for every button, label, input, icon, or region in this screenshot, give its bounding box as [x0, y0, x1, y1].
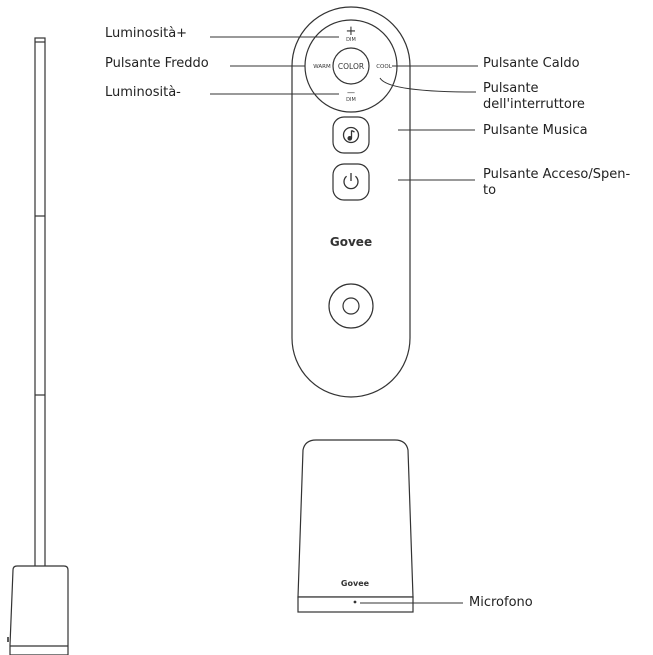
- remote-body: [291, 6, 411, 398]
- dim-top-label: DIM: [346, 37, 356, 43]
- music-button[interactable]: [332, 116, 370, 154]
- cool-label: COOL: [376, 64, 392, 70]
- hub-brand-logo: Govee: [341, 579, 370, 588]
- callout-lines: [210, 36, 478, 604]
- warm-label: WARM: [313, 64, 331, 70]
- color-button[interactable]: [332, 47, 370, 85]
- callout-line-switch: [379, 77, 477, 93]
- label-microphone: Microfono: [469, 595, 533, 610]
- power-icon: [343, 173, 359, 190]
- microphone-hole: [353, 600, 357, 604]
- minus-symbol: —: [347, 88, 355, 97]
- remote-labels: + DIM — DIM WARM COOL COLOR Govee: [313, 24, 392, 249]
- dim-bottom-label: DIM: [346, 97, 356, 103]
- label-power-button-line1: Pulsante Acceso/Spen-: [483, 167, 631, 182]
- label-brightness-up: Luminosità+: [105, 26, 188, 41]
- label-switch-button-line1: Pulsante: [483, 81, 539, 96]
- lamp-pole: [34, 37, 46, 571]
- remote-brand-logo: Govee: [330, 235, 372, 249]
- color-label: COLOR: [338, 62, 364, 71]
- label-switch-button-line2: dell'interruttore: [483, 97, 585, 112]
- lamp-base: [9, 565, 69, 655]
- label-power-button-line2: to: [483, 183, 497, 198]
- hub-body: [297, 439, 414, 598]
- label-cold-button: Pulsante Freddo: [105, 56, 209, 71]
- speaker-hub: [297, 439, 414, 613]
- label-brightness-down: Luminosità-: [105, 85, 181, 100]
- remote-bottom-button[interactable]: [328, 283, 374, 329]
- hub-base: [297, 596, 414, 613]
- floor-lamp: [7, 37, 69, 655]
- power-button[interactable]: [332, 163, 370, 201]
- plus-symbol: +: [346, 24, 357, 39]
- label-warm-button: Pulsante Caldo: [483, 56, 580, 71]
- label-music-button: Pulsante Musica: [483, 123, 588, 138]
- remote-bottom-inner-ring: [342, 297, 360, 315]
- music-note-icon: [342, 126, 360, 144]
